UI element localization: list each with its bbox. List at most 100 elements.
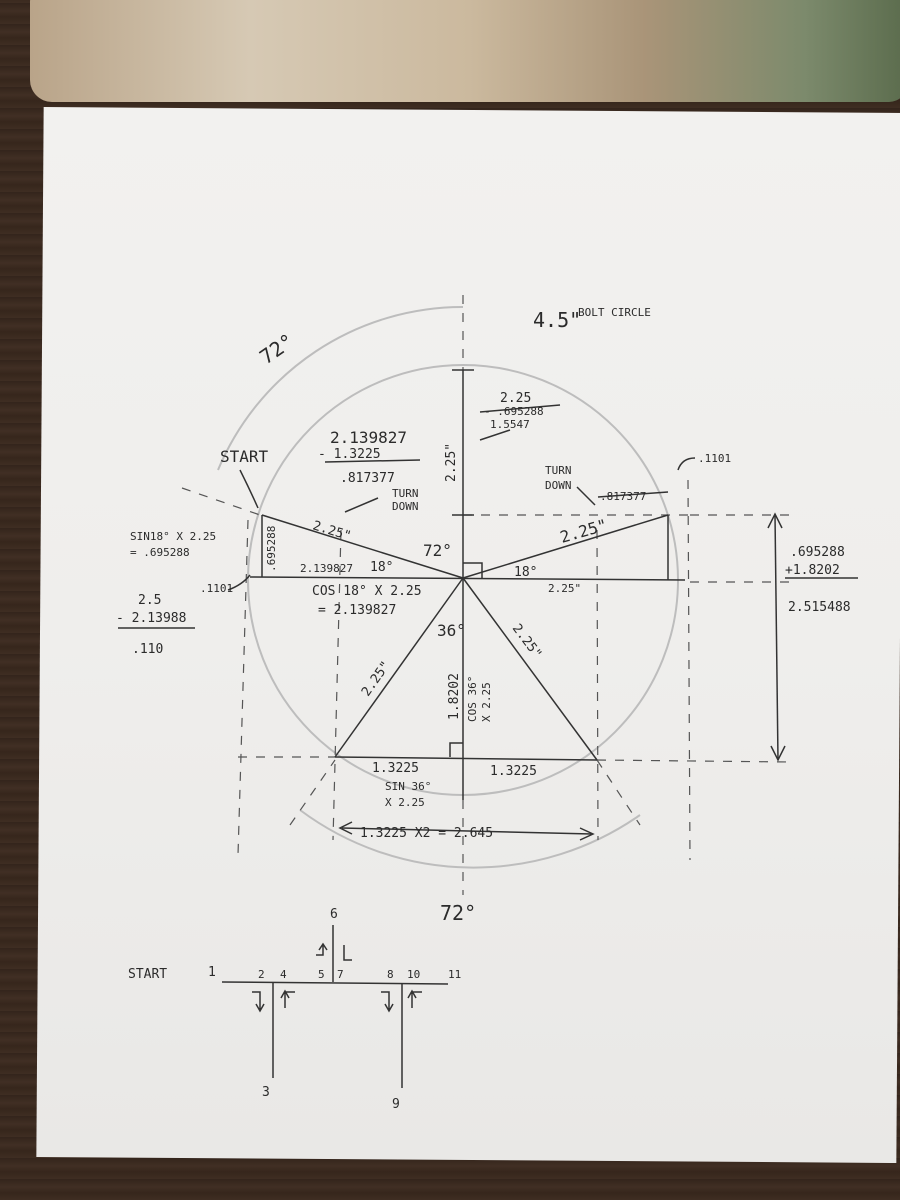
offset-left-pointer	[227, 574, 251, 591]
turn-down-right-pointer	[576, 486, 596, 506]
seq-point-8: 8	[387, 968, 394, 981]
angle-right: 18°	[514, 565, 537, 580]
calc-top-right-line2: - .695288	[484, 405, 544, 418]
calc-left-underline	[324, 459, 421, 463]
right-vertical-dash	[687, 479, 691, 861]
angle-outer-top: 72°	[255, 329, 298, 369]
seq-arrow-down-right	[381, 991, 394, 1013]
seq-point-2: 2	[258, 968, 265, 981]
calc-top-right-result: 1.5547	[490, 418, 530, 431]
calc-right-line1: .695288	[790, 545, 845, 560]
turn-down-right-1: TURN	[545, 464, 572, 477]
outer-arc-top	[217, 305, 464, 471]
cos36-line2: X 2.25	[480, 682, 493, 722]
seq-arrow-up-mid	[316, 942, 328, 956]
lower-right-radius	[462, 577, 598, 761]
bottom-right-diagonal-dash	[596, 759, 641, 826]
radius-right-label: 2.25"	[558, 515, 610, 547]
seq-point-3: 3	[262, 1085, 270, 1100]
start-pointer	[239, 469, 259, 509]
seq-point-5: 5	[318, 968, 325, 981]
seq-point-6: 6	[330, 907, 338, 922]
calc-right-underline	[479, 404, 561, 413]
angle-left: 18°	[370, 560, 393, 575]
cos36-line1: COS 36°	[466, 676, 479, 722]
calc-top-left-line1: 2.139827	[330, 428, 407, 447]
seq-point-11: 11	[448, 968, 461, 981]
left-vertical-dash	[237, 519, 249, 856]
sin36-line2: X 2.25	[385, 796, 425, 809]
bottom-chord	[334, 756, 598, 761]
seq-arrow-up-left	[280, 989, 295, 1008]
short-vertical-label: .695288	[265, 526, 278, 572]
center-lines	[181, 295, 791, 895]
calc-top-left-result: .817377	[340, 471, 395, 486]
calc-top-right-line1: 2.25	[500, 391, 531, 406]
sequence-main-line	[221, 981, 449, 985]
center-vertical-label: 1.8202	[447, 673, 462, 720]
angle-outer-bottom: 72°	[440, 901, 476, 925]
calc-left-result: .110	[132, 642, 163, 657]
angle-center: 72°	[423, 541, 452, 560]
bottom-arrow-left	[338, 821, 353, 835]
vertical-radius-pointer	[479, 429, 511, 441]
placemat	[30, 0, 900, 102]
construction-arcs	[217, 305, 679, 869]
dim-right-top-label: .817377	[600, 490, 646, 503]
start-label: START	[220, 447, 269, 466]
horizontal-left-label: 2.139827	[300, 562, 353, 575]
seq-arrow-up-right	[407, 989, 422, 1008]
title-main: 4.5"	[533, 308, 581, 332]
radius-lower-left-label: 2.25"	[359, 659, 394, 700]
calc-right-result: 2.515488	[788, 600, 851, 615]
offset-right-pointer	[677, 457, 696, 471]
bottom-total-label: 1.3225 X2 = 2.645	[360, 826, 493, 841]
radius-left-label: 2.25"	[311, 518, 353, 544]
seq-point-9: 9	[392, 1097, 400, 1112]
outer-arc-bottom	[299, 809, 641, 869]
turn-down-left-pointer	[344, 497, 379, 513]
main-geometry	[118, 369, 858, 841]
seq-arrow-down-mid	[343, 945, 352, 961]
angle-bottom: 36°	[437, 621, 466, 640]
offset-right-label: .1101	[698, 452, 731, 465]
seq-point-4: 4	[280, 968, 287, 981]
right-dimension-arrow-top	[767, 512, 783, 529]
bottom-left-half-label: 1.3225	[372, 761, 419, 776]
right-angle-mark-bottom	[449, 742, 463, 757]
right-dimension-arrow-bottom	[770, 745, 786, 762]
seq-arrow-down-left	[252, 991, 265, 1013]
right-horizontal-label: 2.25"	[548, 582, 581, 595]
horizontal-baseline	[249, 576, 686, 581]
horizontal-dash-right	[596, 759, 791, 763]
top-left-diagonal-dash	[181, 487, 261, 516]
vertical-radius-label: 2.25"	[444, 443, 459, 482]
right-mid-vertical-dash	[596, 529, 599, 841]
lower-left-radius	[334, 577, 464, 758]
sequence-start-label: START	[128, 967, 167, 982]
radius-lower-right-label: 2.25"	[509, 621, 545, 661]
right-angle-mark-top	[463, 562, 483, 578]
right-dimension-line	[774, 514, 779, 761]
sin36-line1: SIN 36°	[385, 780, 431, 793]
bottom-total-arrow-line	[341, 827, 593, 835]
bottom-right-half-label: 1.3225	[490, 764, 537, 779]
turn-down-right-2: DOWN	[545, 479, 572, 492]
turn-down-left-2: DOWN	[392, 500, 419, 513]
calc-left-line2: - 2.13988	[116, 611, 186, 626]
sequence-diagram	[221, 925, 449, 1088]
calc-left-line1: 2.5	[138, 593, 161, 608]
calc-top-left-line2: - 1.3225	[318, 447, 381, 462]
bottom-arrow-right	[579, 827, 595, 841]
cos18-line2: = 2.139827	[318, 603, 396, 618]
offset-left-label: .1101	[200, 582, 233, 595]
right-radius-line	[462, 514, 669, 579]
left-mid-vertical-dash	[332, 529, 342, 841]
left-radius-line	[261, 514, 464, 579]
seq-point-1: 1	[208, 965, 216, 980]
turn-down-left-1: TURN	[392, 487, 419, 500]
seq-point-10: 10	[407, 968, 420, 981]
sin18-line2: = .695288	[130, 546, 190, 559]
right-top-dimension-line	[597, 491, 669, 498]
